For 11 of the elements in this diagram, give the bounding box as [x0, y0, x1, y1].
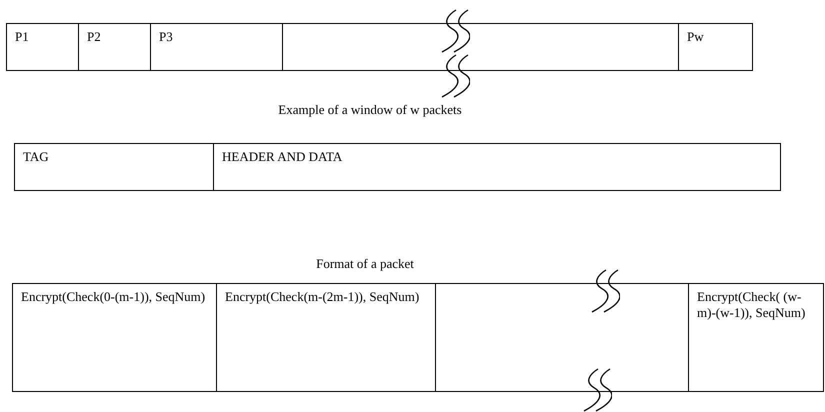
packet-field: Encrypt(Check(0-(m-1)), SeqNum) — [12, 283, 217, 392]
packet-field: Encrypt(Check( (w-m)-(w-1)), SeqNum) — [688, 283, 824, 392]
packet-field: P3 — [150, 23, 283, 71]
packet-field: P2 — [78, 23, 151, 71]
caption: Example of a window of w packets — [278, 101, 462, 119]
packet-field: Encrypt(Check(m-(2m-1)), SeqNum) — [216, 283, 436, 392]
caption: Format of a packet — [316, 255, 414, 273]
packet-field: HEADER AND DATA — [213, 143, 781, 191]
packet-field: TAG — [14, 143, 214, 191]
packet-field: Pw — [678, 23, 753, 71]
packet-field: P1 — [6, 23, 80, 71]
